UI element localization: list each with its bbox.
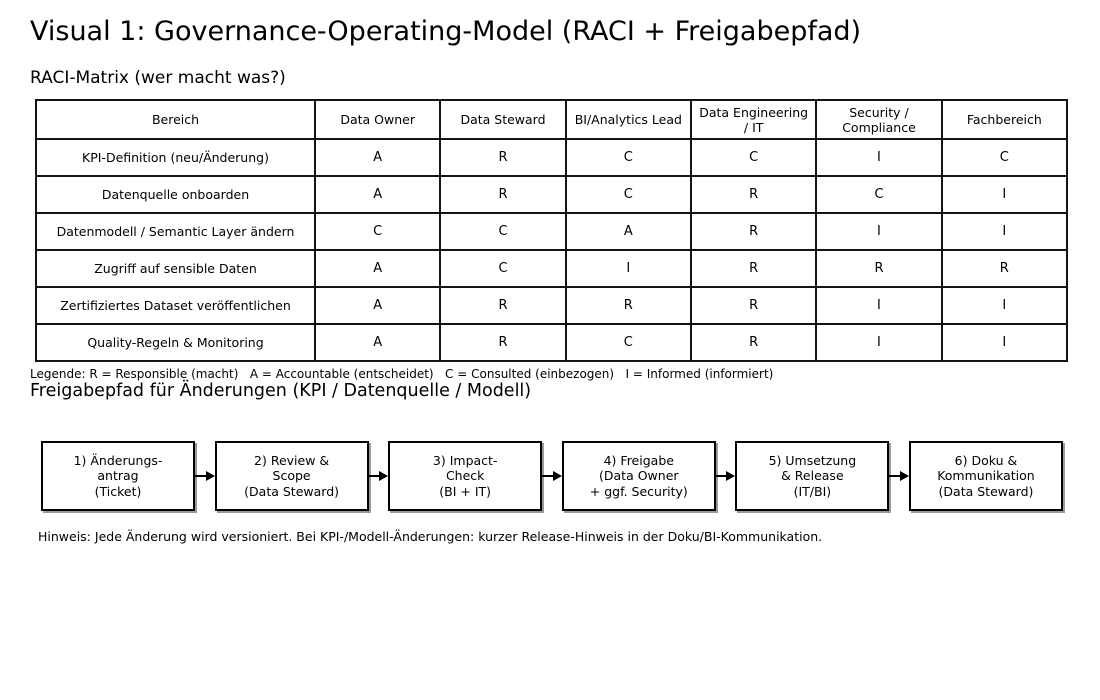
flow-step-1: 1) Änderungs- antrag (Ticket) xyxy=(41,441,195,511)
raci-cell: A xyxy=(313,249,442,288)
raci-cell: R xyxy=(689,212,818,251)
raci-legend: Legende: R = Responsible (macht) A = Acc… xyxy=(30,367,774,381)
arrow-right-icon xyxy=(542,441,562,511)
raci-cell: I xyxy=(940,175,1069,214)
raci-cell: R xyxy=(689,175,818,214)
raci-cell: I xyxy=(564,249,692,288)
flow-step-5: 5) Umsetzung & Release (IT/BI) xyxy=(735,441,890,511)
raci-cell: A xyxy=(313,286,442,325)
column-header-bi-analytics-lead: BI/Analytics Lead xyxy=(564,99,692,140)
raci-cell: C xyxy=(564,323,692,362)
column-header-data-owner: Data Owner xyxy=(313,99,442,140)
raci-cell: C xyxy=(940,138,1069,177)
flow-step-3: 3) Impact- Check (BI + IT) xyxy=(388,441,543,511)
arrow-head xyxy=(205,471,215,481)
column-header-bereich: Bereich xyxy=(35,99,316,140)
flow-step-6: 6) Doku & Kommunikation (Data Steward) xyxy=(908,441,1063,511)
row-label-quality-regeln-monitoring: Quality-Regeln & Monitoring xyxy=(35,323,316,362)
arrow-shaft xyxy=(889,474,900,478)
raci-cell: C xyxy=(313,212,442,251)
row-label-kpi-definition-neu-nderung: KPI-Definition (neu/Änderung) xyxy=(35,138,316,177)
arrow-shaft xyxy=(715,474,727,478)
raci-cell: I xyxy=(815,286,943,325)
arrow-head xyxy=(379,471,389,481)
arrow-head xyxy=(899,471,909,481)
column-header-data-engineering-it: Data Engineering / IT xyxy=(689,99,818,140)
raci-cell: C xyxy=(564,175,692,214)
arrow-right-icon xyxy=(889,441,909,511)
raci-cell: I xyxy=(940,323,1069,362)
raci-cell: A xyxy=(313,175,442,214)
raci-cell: C xyxy=(815,175,943,214)
arrow-right-icon xyxy=(368,441,389,511)
row-label-datenmodell-semantic-layer-ndern: Datenmodell / Semantic Layer ändern xyxy=(35,212,316,251)
raci-cell: R xyxy=(689,249,818,288)
raci-cell: I xyxy=(815,138,943,177)
page-title: Visual 1: Governance-Operating-Model (RA… xyxy=(30,16,862,47)
row-label-zugriff-auf-sensible-daten: Zugriff auf sensible Daten xyxy=(35,249,316,288)
raci-cell: R xyxy=(439,138,567,177)
raci-cell: R xyxy=(439,175,567,214)
flow-step-2: 2) Review & Scope (Data Steward) xyxy=(214,441,369,511)
raci-cell: A xyxy=(564,212,692,251)
raci-matrix-heading: RACI-Matrix (wer macht was?) xyxy=(30,68,286,88)
raci-cell: I xyxy=(940,286,1069,325)
arrow-right-icon xyxy=(195,441,215,511)
raci-cell: R xyxy=(439,286,567,325)
raci-cell: C xyxy=(689,138,818,177)
raci-cell: I xyxy=(940,212,1069,251)
approval-flow-heading: Freigabepfad für Änderungen (KPI / Daten… xyxy=(30,381,532,401)
raci-cell: I xyxy=(815,323,943,362)
column-header-data-steward: Data Steward xyxy=(439,99,567,140)
raci-cell: C xyxy=(564,138,692,177)
raci-cell: R xyxy=(940,249,1069,288)
flow-step-4: 4) Freigabe (Data Owner + ggf. Security) xyxy=(561,441,716,511)
column-header-security-compliance: Security / Compliance xyxy=(815,99,943,140)
flow-note: Hinweis: Jede Änderung wird versioniert.… xyxy=(38,529,823,544)
raci-cell: R xyxy=(564,286,692,325)
raci-cell: R xyxy=(815,249,943,288)
raci-cell: A xyxy=(313,323,442,362)
arrow-head xyxy=(726,471,736,481)
arrow-shaft xyxy=(542,474,553,478)
row-label-datenquelle-onboarden: Datenquelle onboarden xyxy=(35,175,316,214)
raci-cell: C xyxy=(439,249,567,288)
raci-cell: I xyxy=(815,212,943,251)
raci-cell: R xyxy=(689,286,818,325)
arrow-head xyxy=(552,471,562,481)
raci-cell: R xyxy=(439,323,567,362)
raci-cell: A xyxy=(313,138,442,177)
row-label-zertifiziertes-dataset-ver-ffentlichen: Zertifiziertes Dataset veröffentlichen xyxy=(35,286,316,325)
arrow-shaft xyxy=(368,474,380,478)
raci-cell: R xyxy=(689,323,818,362)
approval-flow: 1) Änderungs- antrag (Ticket) 2) Review &… xyxy=(41,441,1063,511)
arrow-right-icon xyxy=(715,441,736,511)
arrow-shaft xyxy=(195,474,206,478)
raci-cell: C xyxy=(439,212,567,251)
column-header-fachbereich: Fachbereich xyxy=(940,99,1069,140)
